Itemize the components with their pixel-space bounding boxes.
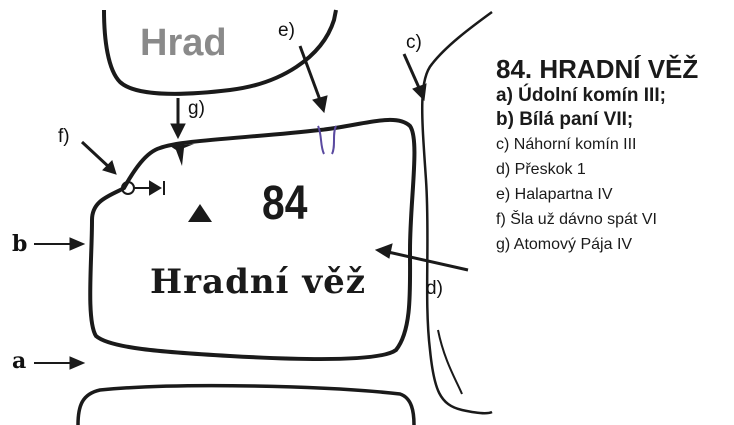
tower-name: Hradní věž	[150, 262, 367, 302]
tower-outline	[88, 117, 417, 362]
side-label-b: b	[12, 231, 28, 257]
legend-route-a: a) Údolní komín III;	[496, 85, 666, 106]
legend-route-b: b) Bílá paní VII;	[496, 109, 634, 130]
arrow-c	[402, 53, 422, 91]
route-label-f: f)	[58, 126, 70, 147]
hrad-rock-outline	[102, 9, 338, 96]
route-legend: 84. HRADNÍ VĚŽ a) Údolní komín III; b) B…	[496, 54, 698, 257]
arrow-e	[298, 45, 322, 101]
route-g-mark	[170, 144, 194, 166]
legend-route-f: f) Šla už dávno spát VI	[496, 211, 657, 228]
legend-route-d: d) Přeskok 1	[496, 161, 586, 178]
route-label-d: d)	[426, 278, 443, 299]
tower-number: 84	[262, 177, 308, 230]
arrow-d	[387, 250, 469, 272]
hrad-area-label: Hrad	[140, 22, 227, 64]
side-label-a: a	[12, 348, 27, 374]
bottom-rock-outline	[76, 383, 416, 425]
route-label-e: e)	[278, 20, 295, 41]
legend-route-c: c) Náhorní komín III	[496, 136, 637, 153]
route-arrows	[34, 45, 469, 370]
route-label-g: g)	[188, 98, 205, 119]
right-rock-outline-inner	[437, 329, 463, 395]
route-label-c: c)	[406, 32, 422, 53]
legend-title: 84. HRADNÍ VĚŽ	[496, 54, 699, 84]
right-rock-outline	[421, 10, 493, 415]
legend-route-e: e) Halapartna IV	[496, 186, 613, 203]
summit-triangle	[188, 204, 212, 222]
legend-route-g: g) Atomový Pája IV	[496, 236, 633, 253]
arrow-f	[80, 140, 112, 170]
belay-symbol	[121, 180, 165, 196]
route-e-mark	[317, 125, 337, 155]
